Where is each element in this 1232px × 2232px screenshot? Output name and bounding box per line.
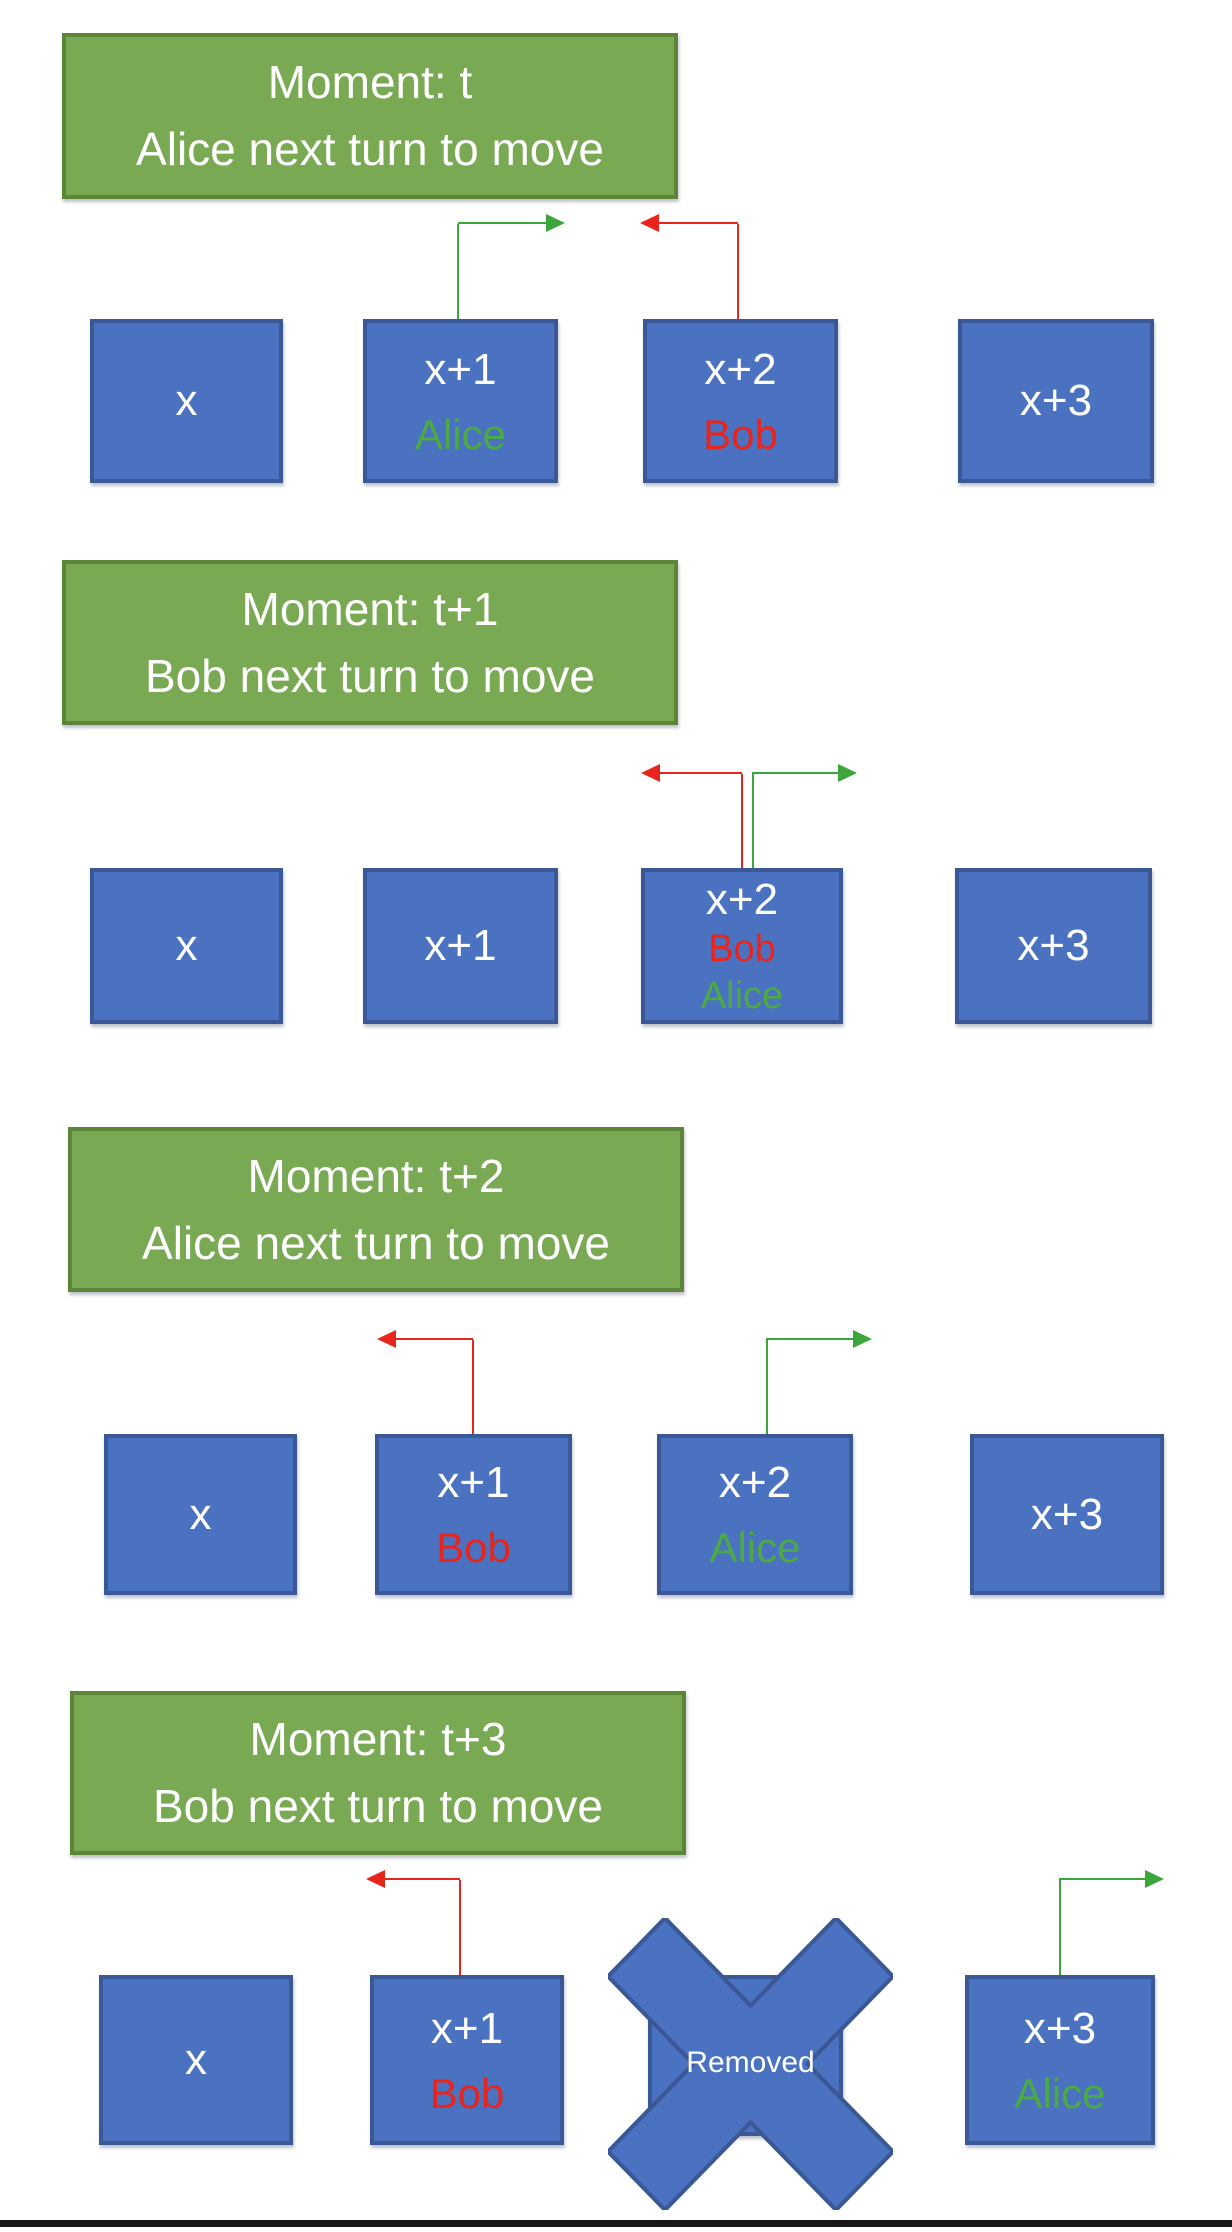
cell-label: x+1 (424, 921, 497, 970)
cell-x3: x+3 (958, 319, 1154, 483)
cell-label: x+2 (705, 874, 779, 924)
cell-x1: x+1 Bob (370, 1975, 564, 2145)
alice-move-arrow-head-icon (853, 1330, 872, 1348)
moment-header: Moment: t+2 Alice next turn to move (68, 1127, 684, 1292)
bob-move-arrow-head-icon (640, 214, 659, 232)
cell-x3: x+3 Alice (965, 1975, 1155, 2145)
bob-move-arrow-line (459, 1880, 461, 1975)
bob-move-arrow-line (395, 1338, 473, 1340)
cell-x: x (90, 868, 283, 1024)
alice-move-arrow-line (752, 772, 838, 774)
cell-label: x (185, 2035, 207, 2084)
occupant-bob: Bob (436, 1524, 511, 1571)
alice-move-arrow-head-icon (1145, 1870, 1164, 1888)
cell-label: x+2 (718, 1458, 792, 1507)
bob-move-arrow-line (384, 1878, 460, 1880)
cell-x2: x+2 Bob (643, 319, 838, 483)
moment-title: Moment: t+1 (241, 582, 499, 635)
moment-subtitle: Bob next turn to move (144, 649, 596, 702)
alice-move-arrow-line (766, 1340, 768, 1434)
cell-x3: x+3 (955, 868, 1152, 1024)
cell-x: x (104, 1434, 297, 1595)
moment-subtitle: Alice next turn to move (142, 1216, 610, 1269)
alice-move-arrow-line (457, 224, 459, 319)
cell-x2: x+2 Bob Alice (641, 868, 843, 1024)
cell-x1: x+1 (363, 868, 558, 1024)
bob-move-arrow-line (741, 774, 743, 868)
alice-move-arrow-line (752, 774, 754, 868)
bob-move-arrow-line (658, 222, 738, 224)
moment-title: Moment: t (267, 56, 473, 109)
alice-move-arrow-line (1059, 1880, 1061, 1975)
occupant-alice: Alice (709, 1524, 801, 1571)
occupant-bob: Bob (703, 410, 778, 458)
moment-header: Moment: t+3 Bob next turn to move (70, 1691, 686, 1855)
moment-header: Moment: t Alice next turn to move (62, 33, 678, 199)
cell-label: x+1 (437, 1458, 510, 1507)
cell-label: x+3 (1017, 921, 1090, 970)
occupant-alice: Alice (414, 410, 507, 458)
moment-header: Moment: t+1 Bob next turn to move (62, 560, 678, 725)
alice-move-arrow-head-icon (838, 764, 857, 782)
occupant-bob: Bob (429, 2069, 505, 2117)
cell-label: x+3 (1023, 2003, 1097, 2053)
alice-move-arrow-line (1059, 1878, 1145, 1880)
occupant-alice: Alice (700, 974, 784, 1017)
bob-move-arrow-head-icon (366, 1870, 385, 1888)
cell-label: x+1 (430, 2003, 504, 2053)
bob-move-arrow-head-icon (641, 764, 660, 782)
cell-x: x (99, 1975, 293, 2145)
alice-move-arrow-head-icon (546, 214, 565, 232)
bob-move-arrow-head-icon (377, 1330, 396, 1348)
occupant-alice: Alice (1014, 2069, 1106, 2117)
cell-x1: x+1 Alice (363, 319, 558, 483)
cell-label: x+3 (1030, 1489, 1104, 1539)
moment-title: Moment: t+2 (247, 1149, 505, 1202)
bob-move-arrow-line (737, 224, 739, 319)
cell-x1: x+1 Bob (375, 1434, 572, 1595)
alice-move-arrow-line (766, 1338, 853, 1340)
alice-move-arrow-line (458, 222, 546, 224)
cell-x3: x+3 (970, 1434, 1164, 1595)
cell-label: x+3 (1019, 376, 1093, 425)
cell-label: x (175, 376, 198, 425)
moment-title: Moment: t+3 (249, 1713, 507, 1766)
bob-move-arrow-line (659, 772, 742, 774)
cell-x: x (90, 319, 283, 483)
cell-label: x+1 (424, 344, 497, 394)
bob-move-arrow-line (472, 1340, 474, 1434)
cell-label: x (175, 921, 198, 970)
moment-subtitle: Bob next turn to move (152, 1780, 604, 1832)
cell-x2: x+2 Alice (657, 1434, 853, 1595)
removed-label: Removed (686, 2046, 815, 2079)
cell-label: x (189, 1489, 212, 1539)
occupant-bob: Bob (708, 928, 776, 971)
bottom-edge-bar (0, 2220, 1232, 2227)
removed-cross-icon (608, 1918, 893, 2210)
cell-label: x+2 (704, 344, 777, 394)
moment-subtitle: Alice next turn to move (136, 123, 604, 175)
